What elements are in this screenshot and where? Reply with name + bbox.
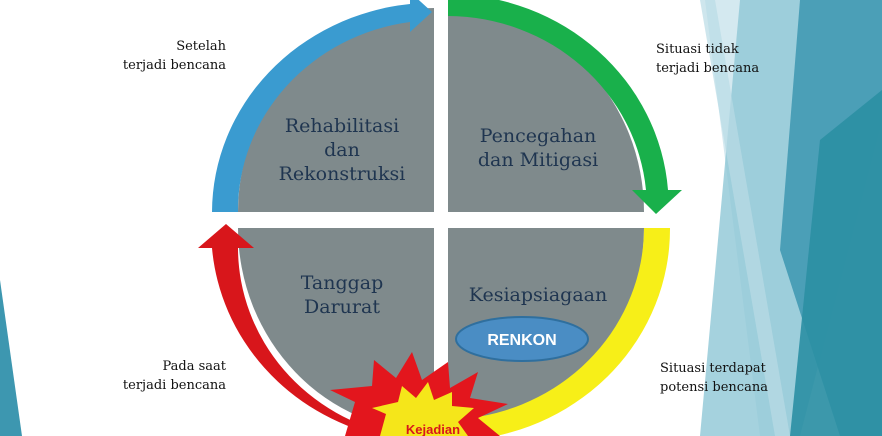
decor-shard-left: [0, 280, 22, 436]
label-kesiapsiagaan: Kesiapsiagaan: [469, 284, 607, 306]
side-label-top-left-line2: terjadi bencana: [122, 58, 226, 73]
label-darurat: Darurat: [304, 296, 380, 318]
side-label-top-right-line1: Situasi tidak: [656, 42, 739, 57]
label-dan-mitigasi: dan Mitigasi: [478, 149, 598, 171]
arrow-red-icon: [198, 224, 400, 436]
side-label-bottom-left: Pada saat terjadi bencana: [123, 357, 226, 395]
side-label-bottom-left-line2: terjadi bencana: [122, 378, 226, 393]
side-label-bottom-left-line1: Pada saat: [162, 359, 226, 374]
side-label-bottom-right: Situasi terdapat potensi bencana: [660, 359, 768, 397]
side-label-top-left: Setelah terjadi bencana: [123, 37, 226, 75]
label-rehabilitasi: Rehabilitasi: [285, 115, 399, 137]
quadrant-top-left: [238, 8, 434, 212]
renkon-label: RENKON: [487, 332, 556, 349]
label-pencegahan: Pencegahan: [480, 125, 597, 147]
label-rekonstruksi: Rekonstruksi: [279, 163, 406, 185]
side-label-top-left-line1: Setelah: [176, 39, 226, 54]
cycle-arrows: [198, 0, 682, 436]
quadrant-top-right: [448, 8, 644, 212]
explosion-star-icon: Kejadian: [330, 352, 508, 436]
arrow-yellow-icon: [470, 228, 671, 436]
renkon-oval: [455, 316, 589, 362]
side-label-bottom-right-line1: Situasi terdapat: [660, 361, 766, 376]
side-label-top-right: Situasi tidak terjadi bencana: [656, 40, 759, 78]
burst-inner: [372, 382, 474, 436]
label-dan: dan: [324, 139, 360, 161]
arrow-green-icon: [448, 0, 682, 214]
side-label-bottom-right-line2: potensi bencana: [660, 380, 768, 395]
decor-shard-5: [700, 0, 790, 436]
decor-shard-4: [790, 90, 882, 436]
event-label: Kejadian: [406, 422, 460, 436]
label-tanggap: Tanggap: [301, 272, 384, 294]
arrow-blue-icon: [212, 0, 432, 212]
side-label-top-right-line2: terjadi bencana: [656, 61, 760, 76]
